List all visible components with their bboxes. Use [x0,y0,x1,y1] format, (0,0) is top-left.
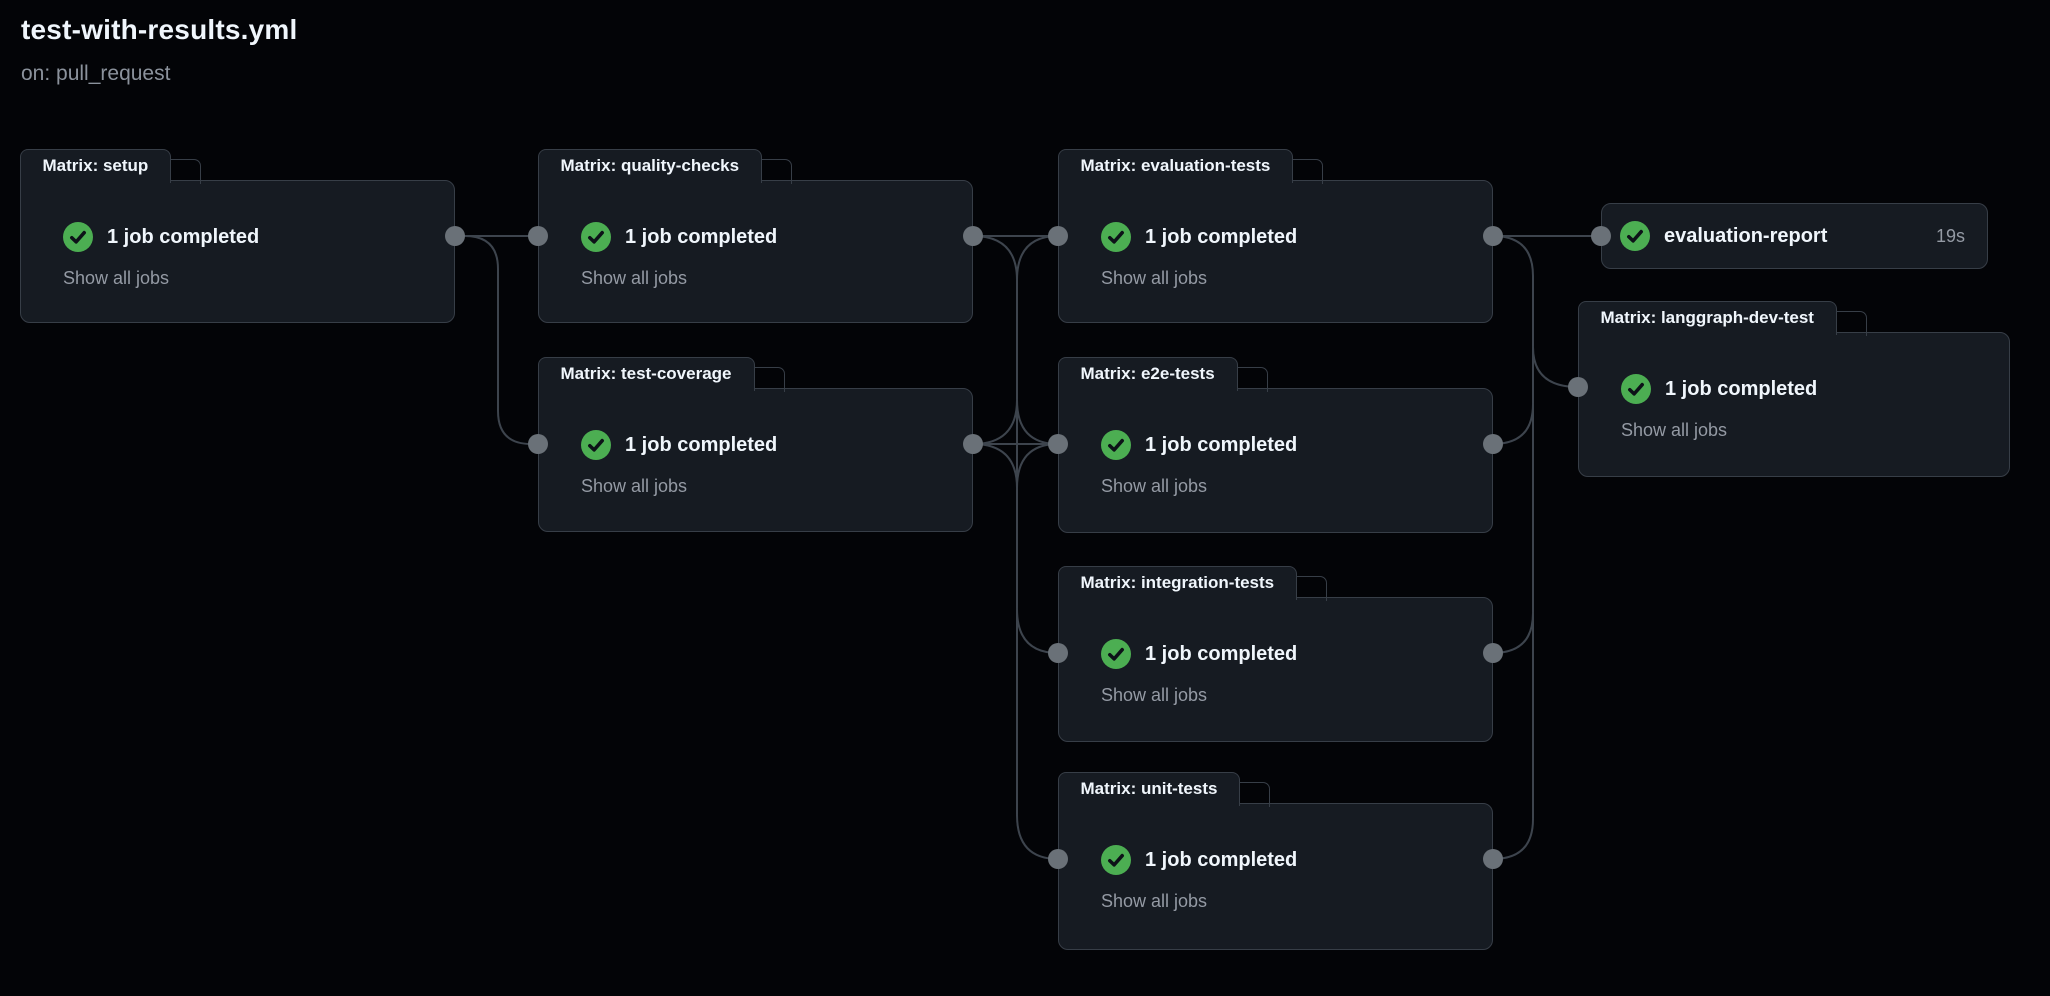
connector-line [1016,608,1059,654]
connector-line [1532,346,1579,388]
connector-lines [454,235,1602,860]
matrix-tab-evaluation-tests: Matrix: evaluation-tests [1057,149,1324,183]
job-status-row: 1 job completed [1101,430,1297,460]
workflow-file-title: test-with-results.yml [21,14,298,45]
matrix-tab-label: Matrix: e2e-tests [1080,364,1215,383]
job-card-e2e-tests[interactable]: Matrix: e2e-tests 1 job completed Show a… [1057,357,1493,533]
job-status-text: 1 job completed [1145,848,1298,871]
show-all-jobs-link[interactable]: Show all jobs [1621,420,1728,440]
matrix-tab-e2e-tests: Matrix: e2e-tests [1057,357,1268,391]
success-check-icon [1101,222,1131,252]
job-name-text: evaluation-report [1664,224,1828,247]
matrix-tab-label: Matrix: test-coverage [560,364,732,383]
job-card-evaluation-report[interactable]: evaluation-report 19s [1601,203,1988,269]
matrix-tab-label: Matrix: integration-tests [1080,573,1275,592]
matrix-tab-label: Matrix: langgraph-dev-test [1600,308,1814,327]
show-all-jobs-link[interactable]: Show all jobs [581,268,688,288]
show-all-jobs-link[interactable]: Show all jobs [581,476,688,496]
job-status-row: 1 job completed [581,430,777,460]
show-all-jobs-link[interactable]: Show all jobs [1101,685,1208,705]
connector-line [1492,403,1534,445]
workflow-header: test-with-results.yml on: pull_request [21,14,297,86]
job-status-text: 1 job completed [625,433,778,456]
matrix-tab-quality-checks: Matrix: quality-checks [537,149,792,183]
job-duration: 19s [1935,225,1965,246]
job-card-test-coverage[interactable]: Matrix: test-coverage 1 job completed Sh… [537,357,973,532]
connector-line [1492,612,1534,654]
success-check-icon [1101,639,1131,669]
matrix-tab-label: Matrix: unit-tests [1080,779,1218,798]
success-check-icon [581,430,611,460]
connector-line [1016,443,1059,489]
connector-line [1492,235,1534,277]
connector-line [1016,235,1059,281]
job-status-row: 1 job completed [581,222,777,252]
connector-line [972,399,1018,445]
connector-line [1016,399,1059,445]
matrix-tab-setup: Matrix: setup [19,149,202,183]
job-status-row: 1 job completed [1621,374,1817,404]
success-check-icon [581,222,611,252]
success-check-icon [1620,221,1650,251]
job-card-evaluation-tests[interactable]: Matrix: evaluation-tests 1 job completed… [1057,149,1493,323]
job-card-unit-tests[interactable]: Matrix: unit-tests 1 job completed Show … [1057,772,1493,950]
job-card-integration-tests[interactable]: Matrix: integration-tests 1 job complete… [1057,566,1493,742]
success-check-icon [1101,845,1131,875]
connector-line [454,235,539,445]
job-status-text: 1 job completed [1665,377,1818,400]
connector-line [1492,818,1534,860]
job-status-text: 1 job completed [1145,642,1298,665]
matrix-tab-unit-tests: Matrix: unit-tests [1057,772,1271,806]
job-status-row: 1 job completed [1101,222,1297,252]
job-status-text: 1 job completed [625,225,778,248]
show-all-jobs-link[interactable]: Show all jobs [1101,476,1208,496]
connector-line [972,443,1018,489]
matrix-tab-langgraph-dev-test: Matrix: langgraph-dev-test [1577,301,1868,335]
success-check-icon [1101,430,1131,460]
show-all-jobs-link[interactable]: Show all jobs [1101,891,1208,911]
workflow-trigger: on: pull_request [21,62,171,85]
matrix-tab-test-coverage: Matrix: test-coverage [537,357,785,391]
job-status-text: 1 job completed [1145,225,1298,248]
matrix-tab-label: Matrix: quality-checks [560,156,740,175]
connector-line [1016,814,1059,860]
job-card-quality-checks[interactable]: Matrix: quality-checks 1 job completed S… [537,149,973,323]
matrix-tab-integration-tests: Matrix: integration-tests [1057,566,1327,600]
show-all-jobs-link[interactable]: Show all jobs [1101,268,1208,288]
connector-line [972,235,1018,281]
job-status-row: 1 job completed [1101,639,1297,669]
show-all-jobs-link[interactable]: Show all jobs [63,268,170,288]
matrix-tab-label: Matrix: evaluation-tests [1080,156,1271,175]
job-status-text: 1 job completed [107,225,260,248]
matrix-tab-label: Matrix: setup [42,156,149,175]
job-status-row: 1 job completed [63,222,259,252]
success-check-icon [63,222,93,252]
job-status-text: 1 job completed [1145,433,1298,456]
job-status-row: 1 job completed [1101,845,1297,875]
job-card-langgraph-dev-test[interactable]: Matrix: langgraph-dev-test 1 job complet… [1577,301,2010,477]
job-card-setup[interactable]: Matrix: setup 1 job completed Show all j… [19,149,455,323]
success-check-icon [1621,374,1651,404]
